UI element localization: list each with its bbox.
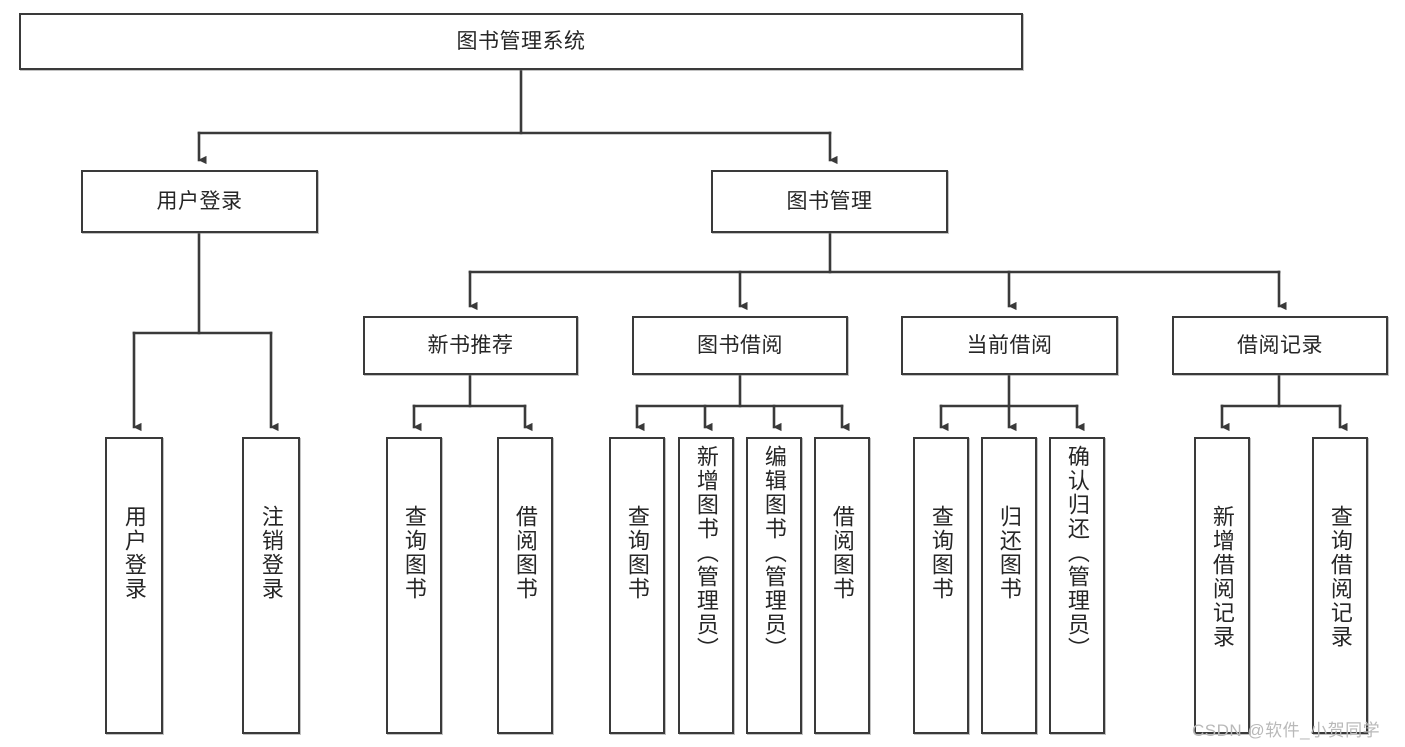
leaf-query-borrow-record[interactable]: 查询借阅记录 xyxy=(1312,437,1368,734)
leaf-logout-login[interactable]: 注销登录 xyxy=(242,437,300,734)
node-label: 图书管理系统 xyxy=(456,29,586,53)
node-label: 用户登录 xyxy=(156,189,243,213)
node-label: 新书推荐 xyxy=(427,333,514,357)
node-label: 图书借阅 xyxy=(697,333,783,357)
node-label: 借阅图书 xyxy=(829,505,855,601)
node-label: 查询图书 xyxy=(401,505,427,601)
leaf-user-login[interactable]: 用户登录 xyxy=(105,437,163,734)
leaf-confirm-return-admin[interactable]: 确认归还（管理员） xyxy=(1049,437,1105,734)
leaf-query-book-current[interactable]: 查询图书 xyxy=(913,437,969,734)
node-label: 借阅图书 xyxy=(512,505,538,601)
leaf-query-book-recommend[interactable]: 查询图书 xyxy=(386,437,442,734)
leaf-add-book-admin[interactable]: 新增图书（管理员） xyxy=(678,437,734,734)
node-new-book-recommend[interactable]: 新书推荐 xyxy=(363,316,578,375)
node-label: 新增图书（管理员） xyxy=(693,445,719,661)
leaf-return-book[interactable]: 归还图书 xyxy=(981,437,1037,734)
node-label: 借阅记录 xyxy=(1237,333,1323,357)
node-label: 查询图书 xyxy=(928,505,954,601)
node-label: 查询借阅记录 xyxy=(1327,505,1353,649)
leaf-borrow-book[interactable]: 借阅图书 xyxy=(814,437,870,734)
leaf-edit-book-admin[interactable]: 编辑图书（管理员） xyxy=(746,437,802,734)
leaf-borrow-book-recommend[interactable]: 借阅图书 xyxy=(497,437,553,734)
node-label: 图书管理 xyxy=(786,189,873,213)
node-label: 注销登录 xyxy=(258,505,284,601)
node-root-system[interactable]: 图书管理系统 xyxy=(19,13,1023,70)
csdn-watermark: CSDN @软件_小贺同学 xyxy=(1192,721,1381,740)
node-book-management[interactable]: 图书管理 xyxy=(711,170,948,233)
node-label: 归还图书 xyxy=(996,505,1022,601)
node-label: 用户登录 xyxy=(121,505,147,601)
leaf-query-book-borrow[interactable]: 查询图书 xyxy=(609,437,665,734)
node-borrow-record[interactable]: 借阅记录 xyxy=(1172,316,1388,375)
leaf-add-borrow-record[interactable]: 新增借阅记录 xyxy=(1194,437,1250,734)
node-label: 编辑图书（管理员） xyxy=(761,445,787,661)
node-label: 新增借阅记录 xyxy=(1209,505,1235,649)
node-current-borrow[interactable]: 当前借阅 xyxy=(901,316,1118,375)
node-label: 查询图书 xyxy=(624,505,650,601)
node-label: 当前借阅 xyxy=(966,333,1053,357)
node-label: 确认归还（管理员） xyxy=(1064,445,1090,661)
node-user-login[interactable]: 用户登录 xyxy=(81,170,318,233)
node-book-borrow[interactable]: 图书借阅 xyxy=(632,316,848,375)
